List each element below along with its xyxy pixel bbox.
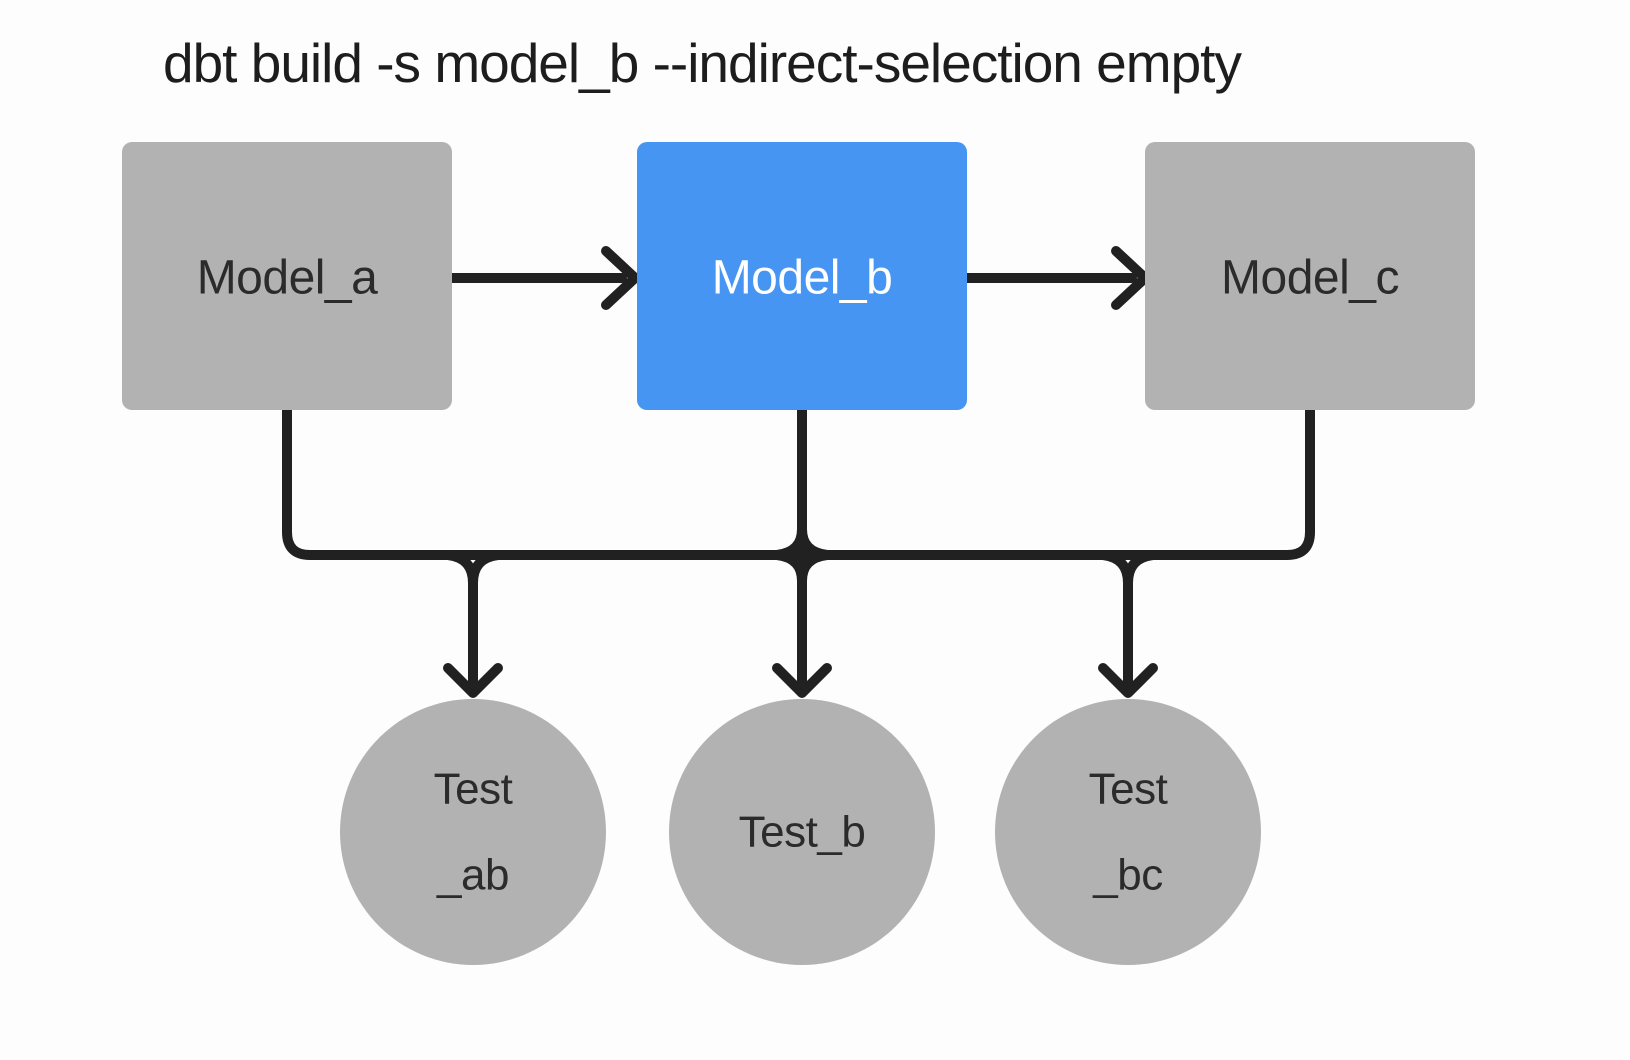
model-b-box	[637, 142, 967, 410]
edge-a-b-arrowhead-icon	[601, 246, 640, 310]
test-ab-label-line1: Test	[434, 765, 513, 814]
edge-fork-to-test-bc	[1098, 550, 1158, 698]
model-c-label: Model_c	[1221, 252, 1399, 305]
edge-fork-to-test-ab	[443, 550, 503, 698]
model-b-label: Model_b	[712, 252, 893, 305]
edge-model-b-to-model-c	[962, 246, 1150, 310]
test-ab-label-line2: _ab	[436, 851, 509, 900]
edge-b-test-arrowhead-icon	[772, 663, 832, 698]
test-bc-node: Test _bc	[995, 699, 1261, 965]
fork-bc-arrowhead-icon	[1098, 663, 1158, 698]
test-b-label: Test_b	[739, 808, 866, 857]
test-b-circle	[669, 699, 935, 965]
junction-b-lower-right-fillet	[797, 550, 832, 586]
test-ab-circle	[340, 699, 606, 965]
edge-model-b-to-test-b	[772, 405, 832, 698]
test-bc-label-line1: Test	[1089, 765, 1168, 814]
model-c-box	[1145, 142, 1475, 410]
edge-model-a-to-model-b	[447, 246, 640, 310]
model-c-node: Model_c	[1145, 142, 1475, 410]
test-bc-label-line2: _bc	[1092, 851, 1162, 900]
model-b-node: Model_b	[637, 142, 967, 410]
model-a-node: Model_a	[122, 142, 452, 410]
test-ab-node: Test _ab	[340, 699, 606, 965]
test-b-node: Test_b	[669, 699, 935, 965]
model-a-label: Model_a	[197, 252, 378, 305]
diagram-title: dbt build -s model_b --indirect-selectio…	[163, 32, 1242, 94]
fork-ab-arrowhead-icon	[443, 663, 503, 698]
model-a-box	[122, 142, 452, 410]
test-bc-circle	[995, 699, 1261, 965]
